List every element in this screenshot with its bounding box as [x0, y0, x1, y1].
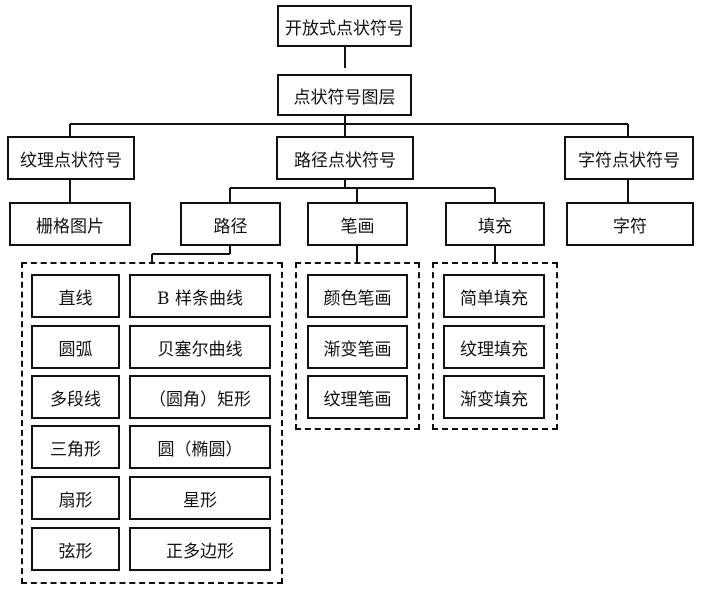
path-item-polygon: 正多边形 — [129, 527, 271, 571]
path-item-bezier: 贝塞尔曲线 — [129, 325, 271, 369]
path-item-bspline: B 样条曲线 — [129, 274, 271, 318]
texture-symbol-node: 纹理点状符号 — [7, 136, 135, 180]
raster-image-node: 栅格图片 — [9, 202, 131, 246]
stroke-item-color: 颜色笔画 — [307, 274, 408, 318]
path-item-chord: 弦形 — [31, 527, 120, 571]
path-item-star: 星形 — [129, 476, 271, 520]
path-node: 路径 — [180, 202, 281, 246]
fill-node: 填充 — [445, 202, 545, 246]
char-node: 字符 — [566, 202, 694, 246]
path-item-triangle: 三角形 — [31, 425, 120, 469]
stroke-item-gradient: 渐变笔画 — [307, 325, 408, 369]
root-node: 开放式点状符号 — [277, 5, 412, 47]
path-item-ellipse: 圆（椭圆） — [129, 425, 271, 469]
stroke-node: 笔画 — [307, 202, 408, 246]
path-item-arc: 圆弧 — [31, 325, 120, 369]
fill-item-texture: 纹理填充 — [443, 325, 545, 369]
path-item-polyline: 多段线 — [31, 375, 120, 419]
fill-item-gradient: 渐变填充 — [443, 375, 545, 419]
path-item-line: 直线 — [31, 274, 120, 318]
stroke-item-texture: 纹理笔画 — [307, 375, 408, 419]
path-item-rectangle: （圆角）矩形 — [129, 375, 271, 419]
layer-node: 点状符号图层 — [277, 74, 412, 116]
fill-item-simple: 简单填充 — [443, 274, 545, 318]
char-symbol-node: 字符点状符号 — [564, 136, 694, 180]
path-item-sector: 扇形 — [31, 476, 120, 520]
path-symbol-node: 路径点状符号 — [276, 136, 414, 180]
